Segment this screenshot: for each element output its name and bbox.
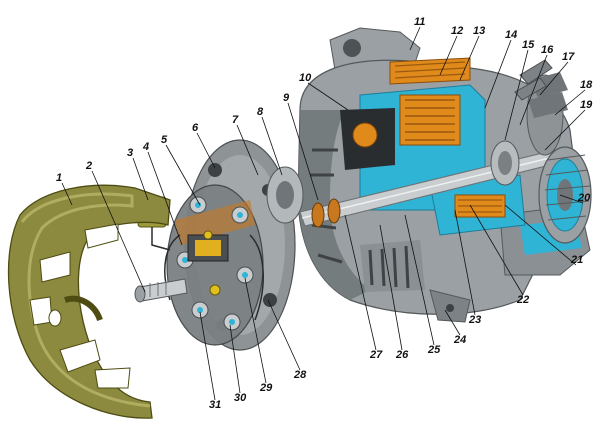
callout-8: 8 (257, 106, 264, 118)
rotor-shaft (299, 140, 563, 228)
callout-2: 2 (85, 160, 92, 172)
drive-pulley (514, 59, 592, 244)
callout-21: 21 (570, 254, 583, 266)
rectifier-plate (164, 184, 264, 346)
callout-14: 14 (505, 29, 517, 41)
callout-11: 11 (414, 16, 425, 28)
callout-6: 6 (192, 122, 199, 134)
callout-12: 12 (451, 25, 463, 37)
callout-16: 16 (541, 44, 554, 56)
callout-29: 29 (259, 382, 273, 394)
cutaway-section (340, 57, 526, 236)
callout-18: 18 (580, 79, 593, 91)
callout-31: 31 (209, 399, 221, 411)
housing-vents (360, 240, 425, 292)
callout-23: 23 (468, 314, 481, 326)
callout-1: 1 (56, 172, 62, 184)
terminal-bolt (134, 278, 188, 303)
callout-labels: 1 2 3 4 5 6 7 8 9 10 11 12 13 14 15 16 1… (56, 16, 593, 411)
callout-25: 25 (427, 344, 441, 356)
rear-cover (7, 184, 171, 419)
callout-22: 22 (516, 294, 529, 306)
callout-27: 27 (369, 349, 383, 361)
callout-15: 15 (522, 39, 535, 51)
callout-24: 24 (453, 334, 466, 346)
callout-30: 30 (234, 392, 247, 404)
callout-13: 13 (473, 25, 485, 37)
callout-7: 7 (232, 114, 239, 126)
callout-28: 28 (293, 369, 307, 381)
callout-26: 26 (395, 349, 409, 361)
callout-9: 9 (283, 92, 290, 104)
callout-17: 17 (562, 51, 575, 63)
leader-lines (61, 26, 586, 401)
callout-10: 10 (299, 72, 312, 84)
callout-19: 19 (580, 99, 593, 111)
callout-20: 20 (577, 192, 591, 204)
callout-3: 3 (127, 147, 133, 159)
callout-4: 4 (142, 141, 149, 153)
callout-5: 5 (161, 134, 168, 146)
